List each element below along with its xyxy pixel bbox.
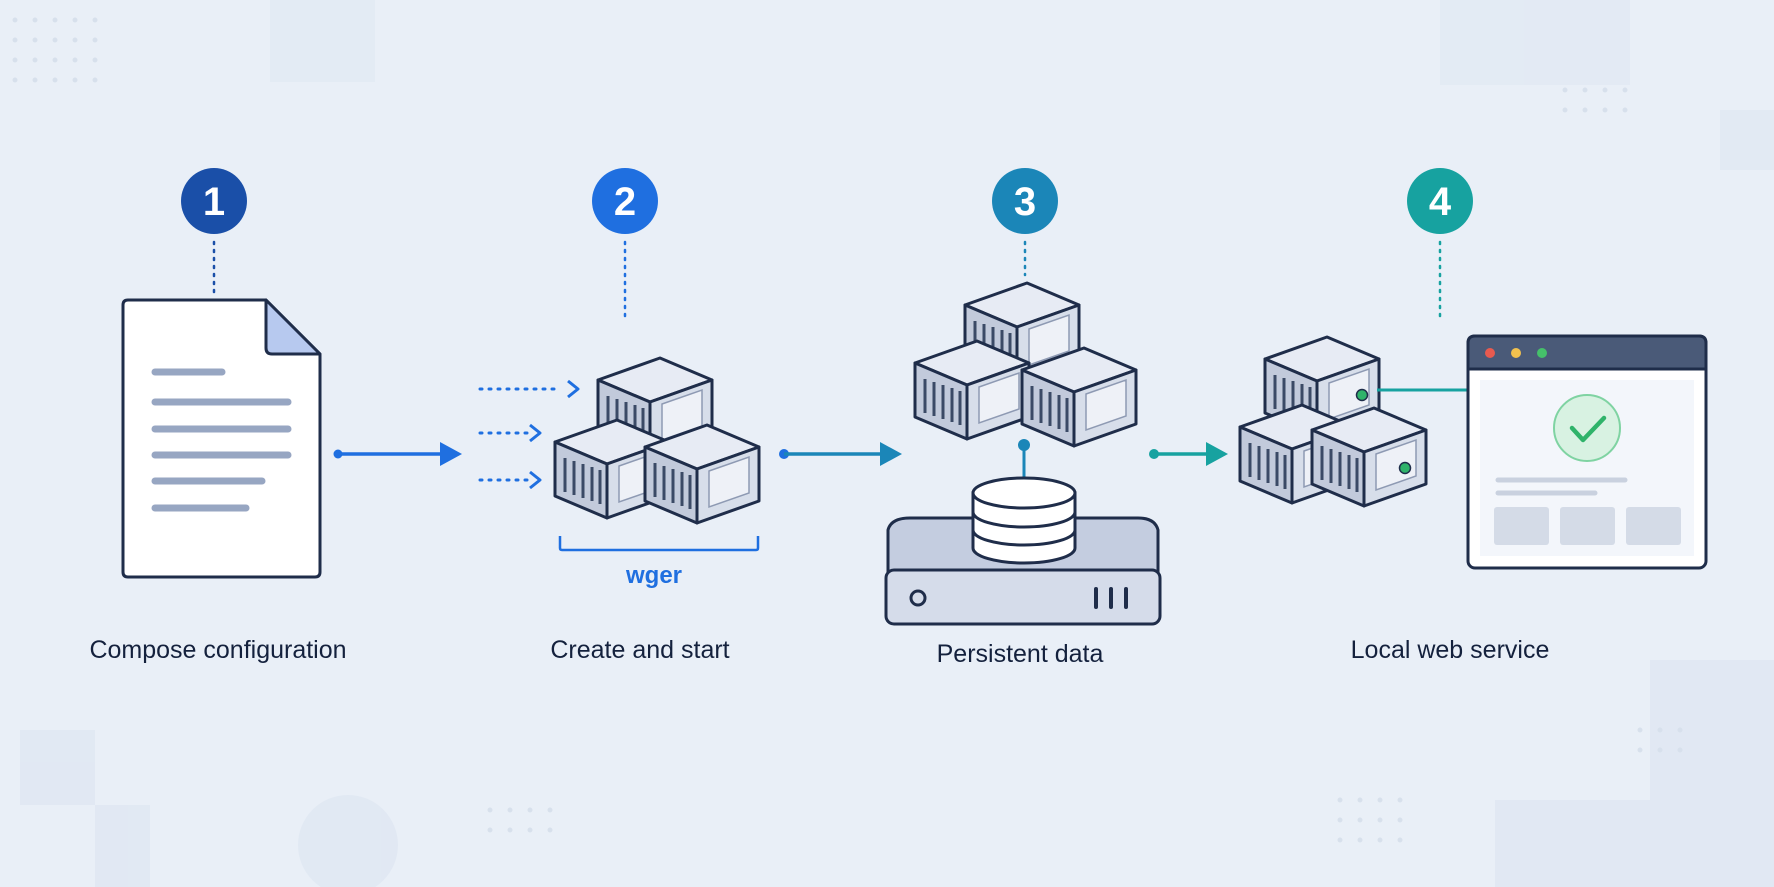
step-label-2: Create and start: [550, 636, 730, 664]
step-number-2: 2: [614, 180, 636, 224]
wger-group-bracket: [558, 536, 760, 552]
step-badge-4: 4: [1407, 168, 1473, 234]
arrow-compose-to-create: [333, 442, 462, 466]
incoming-arrows: [478, 379, 580, 490]
service-containers-icon: [1238, 335, 1468, 508]
background-decoration: [12, 0, 1774, 887]
containers-icon: [553, 356, 761, 525]
checkmark-icon: [1569, 415, 1607, 443]
window-minimize-dot: [1511, 348, 1521, 358]
step-badge-1-circle: [181, 168, 247, 234]
step-label-4: Local web service: [1350, 636, 1550, 664]
step-badge-3: 3: [992, 168, 1058, 234]
database-server-icon: [884, 439, 1162, 626]
arrow-create-to-persist: [779, 442, 902, 466]
step-number-1: 1: [203, 180, 225, 224]
document-icon: [121, 298, 322, 579]
data-containers-icon: [913, 281, 1138, 448]
step-label-3: Persistent data: [936, 640, 1104, 668]
step-badge-1: 1: [181, 168, 247, 234]
step-label-1: Compose configuration: [89, 636, 347, 664]
arrow-persist-to-service: [1149, 442, 1228, 466]
window-close-dot: [1485, 348, 1495, 358]
step-badge-2: 2: [592, 168, 658, 234]
check-circle-icon: [1553, 394, 1621, 462]
wger-label: wger: [625, 562, 682, 589]
window-maximize-dot: [1537, 348, 1547, 358]
badge-connectors: [212, 240, 1442, 320]
browser-window-icon: [1466, 334, 1708, 570]
step-number-4: 4: [1429, 180, 1452, 224]
step-number-3: 3: [1014, 180, 1036, 224]
